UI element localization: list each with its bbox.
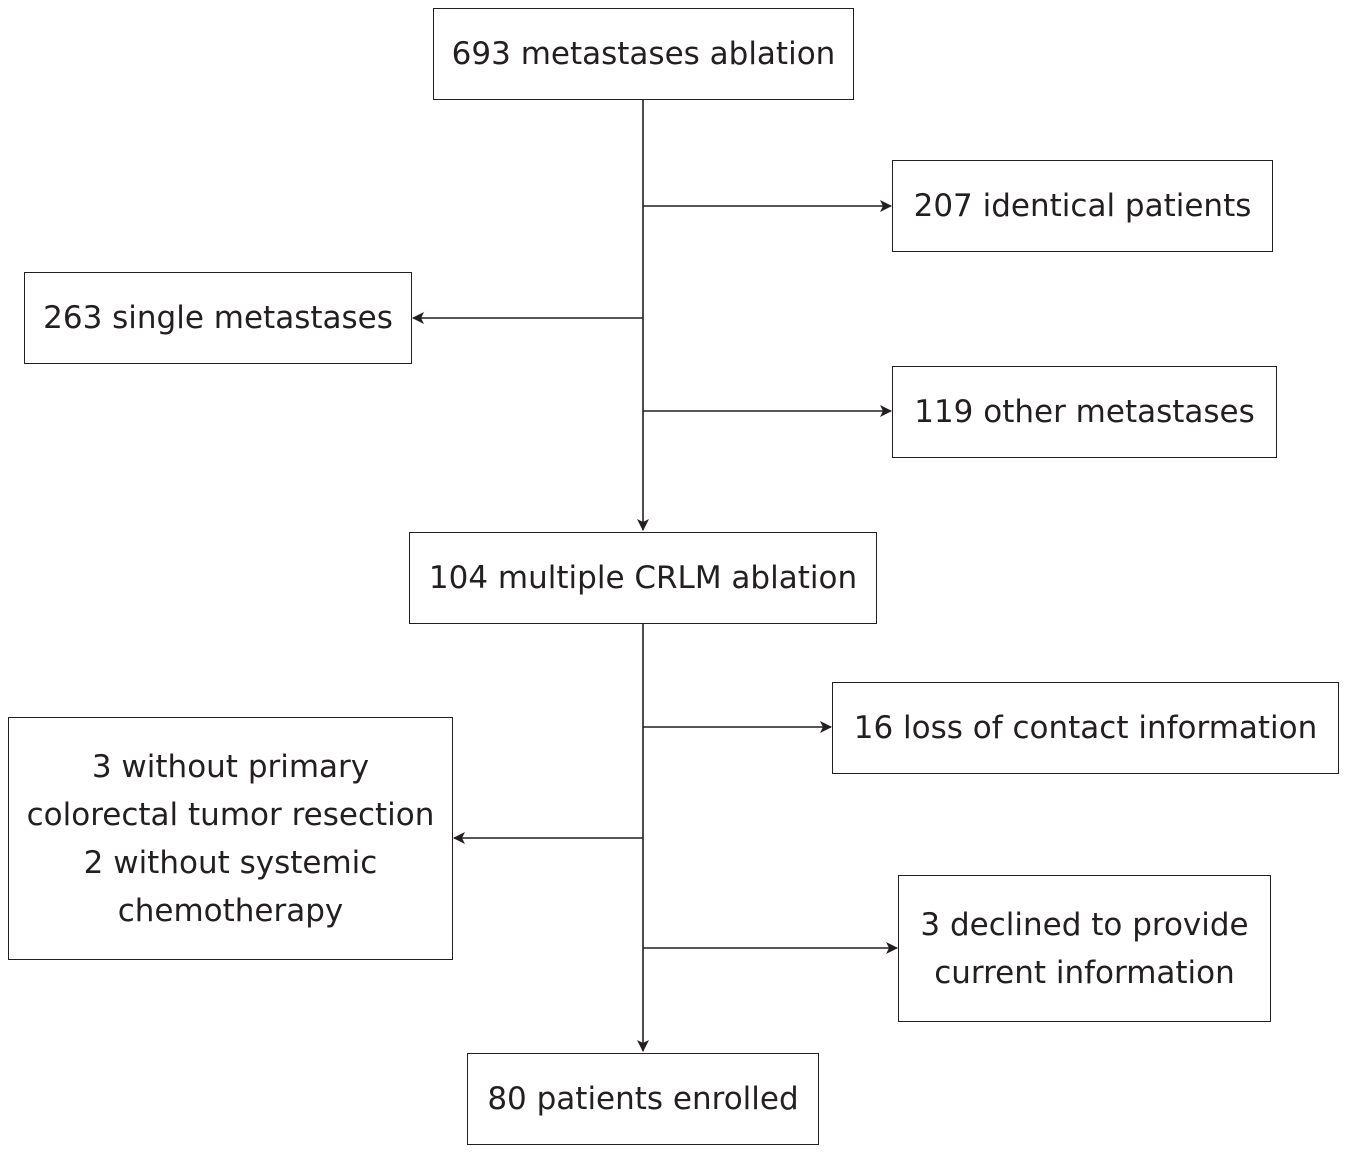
multiple-crlm-box: 104 multiple CRLM ablation — [409, 532, 877, 624]
identical-patients-label: 207 identical patients — [913, 188, 1252, 224]
start-box: 693 metastases ablation — [433, 8, 854, 100]
exclusion-line: chemotherapy — [117, 892, 344, 929]
exclusion-line: 2 without systemic — [83, 844, 378, 881]
loss-of-contact-label: 16 loss of contact information — [853, 710, 1318, 746]
start-label: 693 metastases ablation — [451, 36, 836, 72]
enrolled-label: 80 patients enrolled — [487, 1081, 799, 1117]
exclusion-box: 3 without primary colorectal tumor resec… — [8, 717, 453, 960]
other-metastases-label: 119 other metastases — [914, 394, 1255, 430]
single-metastases-label: 263 single metastases — [43, 300, 393, 336]
declined-box: 3 declined to provide current informatio… — [898, 875, 1271, 1022]
other-metastases-box: 119 other metastases — [892, 366, 1277, 458]
identical-patients-box: 207 identical patients — [892, 160, 1273, 252]
declined-line: 3 declined to provide — [920, 906, 1249, 943]
exclusion-line: 3 without primary — [91, 748, 370, 785]
exclusion-line: colorectal tumor resection — [26, 796, 435, 833]
multiple-crlm-label: 104 multiple CRLM ablation — [428, 560, 858, 596]
enrolled-box: 80 patients enrolled — [467, 1053, 819, 1145]
loss-of-contact-box: 16 loss of contact information — [832, 682, 1339, 774]
declined-line: current information — [934, 954, 1235, 991]
single-metastases-box: 263 single metastases — [24, 272, 412, 364]
